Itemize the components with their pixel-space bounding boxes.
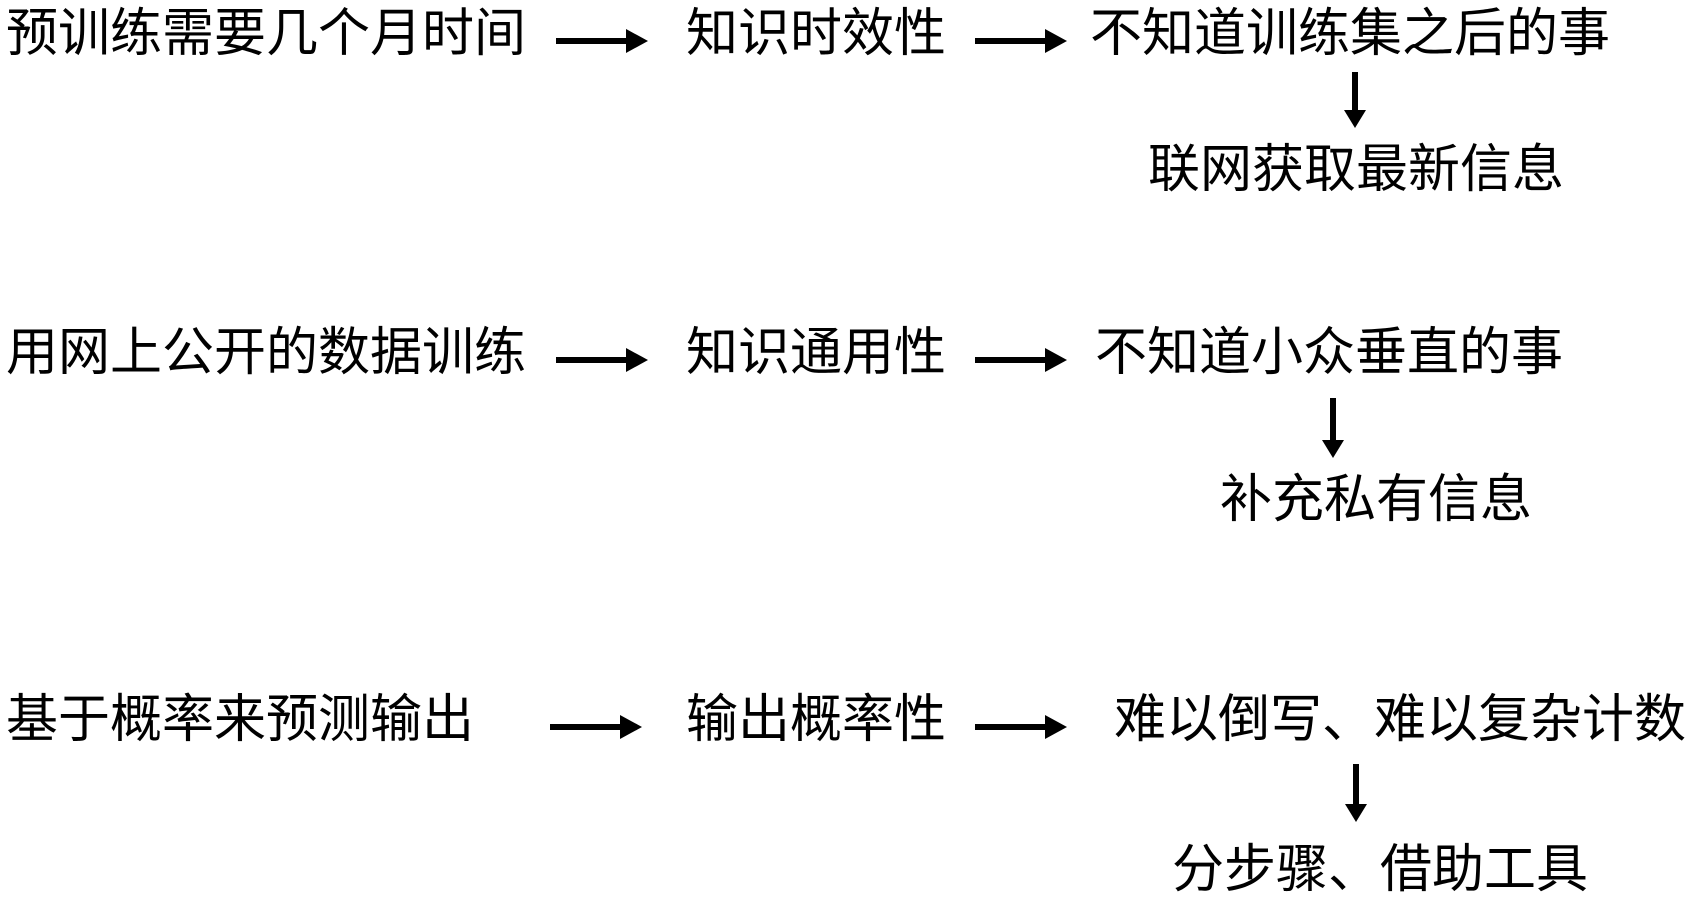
right-arrow-icon [975, 357, 1045, 363]
row2-property-text: 知识通用性 [686, 324, 947, 382]
row3-solution-text: 分步骤、借助工具 [1172, 841, 1589, 899]
row3-cause-text: 基于概率来预测输出 [6, 691, 475, 749]
right-arrow-icon [975, 724, 1045, 730]
right-arrow-icon [556, 357, 626, 363]
right-arrow-icon [975, 38, 1045, 44]
row2-cause-text: 用网上公开的数据训练 [6, 324, 527, 382]
down-arrow-icon [1330, 398, 1336, 440]
row1-cause-text: 预训练需要几个月时间 [6, 5, 527, 63]
row2-solution-text: 补充私有信息 [1220, 471, 1533, 529]
down-arrow-icon [1353, 764, 1359, 804]
row1-solution-text: 联网获取最新信息 [1148, 141, 1565, 199]
row3-property-text: 输出概率性 [686, 691, 947, 749]
right-arrow-icon [556, 38, 626, 44]
right-arrow-icon [550, 724, 620, 730]
down-arrow-icon [1352, 72, 1358, 110]
row2-limitation-text: 不知道小众垂直的事 [1095, 324, 1564, 382]
row3-limitation-text: 难以倒写、难以复杂计数 [1114, 691, 1687, 749]
row1-property-text: 知识时效性 [686, 5, 947, 63]
row1-limitation-text: 不知道训练集之后的事 [1090, 5, 1611, 63]
